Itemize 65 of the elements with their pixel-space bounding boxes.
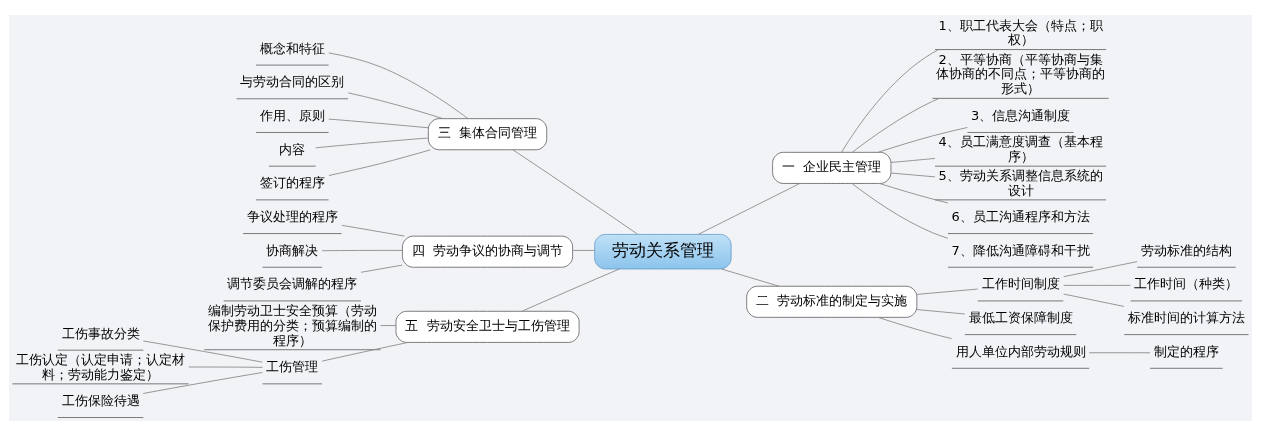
connector: [328, 118, 429, 128]
connector: [572, 249, 595, 251]
node-text: 劳动标准的结构: [1140, 242, 1232, 258]
connector: [188, 366, 263, 368]
connector: [1088, 351, 1151, 353]
node-text: 争议处理的程序: [246, 208, 338, 224]
connector: [877, 126, 968, 153]
node-text: 6、员工沟通程序和方法: [951, 208, 1090, 224]
node-text: 工伤认定（认定申请；认定材料；劳动能力鉴定）: [16, 351, 186, 382]
node-text: 作用、原则: [259, 107, 325, 123]
node-text: 7、降低沟通障碍和干扰: [951, 242, 1090, 258]
connector: [321, 341, 409, 362]
node-text: 工伤保险待遇: [61, 392, 140, 408]
connector: [321, 249, 403, 251]
node-text: 3、信息沟通制度: [970, 107, 1071, 123]
node-text: 签订的程序: [259, 174, 325, 190]
connector: [1063, 260, 1138, 277]
node-text: 标准时间的计算方法: [1127, 309, 1245, 325]
node-box: 一 企业民主管理: [772, 151, 892, 184]
node-box: 五 劳动安全卫士与工伤管理: [395, 310, 580, 343]
connector: [890, 157, 936, 163]
connector: [315, 137, 429, 148]
connector: [916, 288, 979, 295]
node-text: 2、平等协商（平等协商与集体协商的不同点；平等协商的形式）: [936, 51, 1106, 96]
node-text: 工作时间制度: [981, 275, 1060, 291]
node-text: 工作时间（种类）: [1134, 275, 1239, 291]
node-text: 4、员工满意度调查（基本程序）: [938, 133, 1103, 164]
node-text: 最低工资保障制度: [968, 309, 1073, 325]
connector: [697, 182, 801, 235]
node-box: 劳动关系管理: [594, 233, 732, 269]
node-text: 协商解决: [266, 242, 319, 258]
connector: [328, 52, 469, 119]
connector: [877, 316, 953, 339]
node-text: 内容: [279, 141, 306, 157]
connector: [142, 371, 263, 394]
node-text: 与劳动合同的区别: [240, 73, 345, 89]
connector: [521, 268, 620, 312]
connector: [347, 91, 444, 119]
node-text: 用人单位内部劳动规则: [955, 343, 1086, 359]
connector: [890, 172, 936, 177]
connector: [360, 264, 403, 273]
connector: [328, 148, 431, 176]
node-text: 制定的程序: [1153, 343, 1219, 359]
node-box: 二 劳动标准的制定与实施: [746, 285, 918, 318]
connector: [1063, 293, 1125, 307]
node-text: 5、劳动关系调整信息系统的设计: [938, 167, 1103, 198]
connector: [916, 308, 966, 314]
node-text: 概念和特征: [259, 40, 325, 56]
node-text: 编制劳动卫士安全预算（劳动保护费用的分类；预算编制的程序）: [207, 302, 377, 348]
node-box: 四 劳动争议的协商与调节: [402, 235, 574, 268]
connector: [142, 340, 263, 363]
node-box: 三 集体合同管理: [427, 117, 548, 150]
connector: [851, 97, 940, 153]
connector: [1063, 284, 1131, 286]
connector: [841, 48, 939, 152]
connector: [341, 224, 405, 237]
connector: [380, 324, 397, 326]
node-text: 工伤管理: [266, 358, 319, 374]
connector: [721, 268, 780, 287]
connector: [512, 148, 639, 235]
node-text: 调节委员会调解的程序: [227, 275, 358, 291]
node-text: 工伤事故分类: [61, 325, 140, 341]
connector: [851, 182, 949, 239]
node-text: 1、职工代表大会（特点；职权）: [938, 17, 1103, 47]
connector: [879, 182, 949, 203]
